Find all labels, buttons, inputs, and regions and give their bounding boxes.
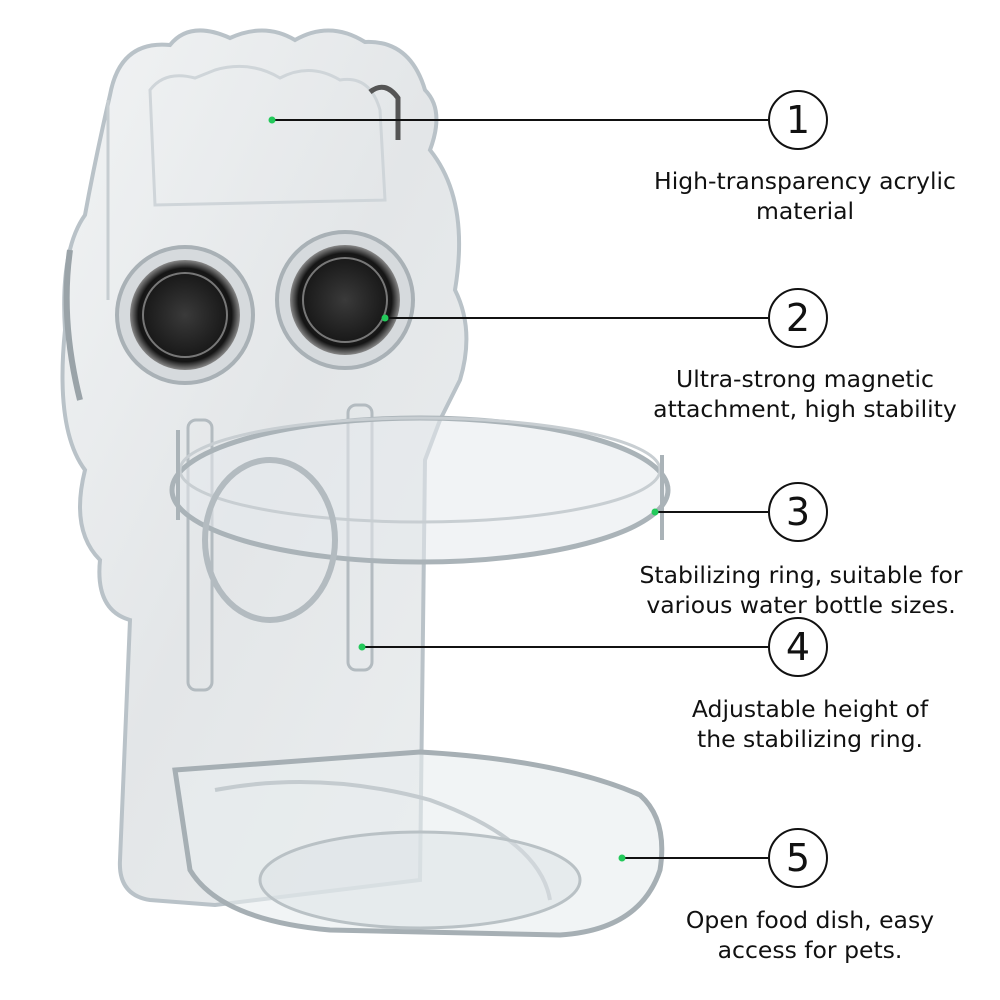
marker-dot-1 xyxy=(268,116,276,124)
feature-3-caption: Stabilizing ring, suitable for various w… xyxy=(639,561,963,619)
marker-dot-5 xyxy=(618,854,626,862)
feature-4-caption: Adjustable height of the stabilizing rin… xyxy=(691,695,929,753)
feature-5-caption: Open food dish, easy access for pets. xyxy=(685,906,935,964)
feature-1-caption: High-transparency acrylic material xyxy=(654,167,956,225)
feature-2-number-badge: 2 xyxy=(768,288,828,348)
feature-1-number-badge: 1 xyxy=(768,90,828,150)
magnet-left xyxy=(115,245,255,385)
feature-5-number-badge: 5 xyxy=(768,828,828,888)
feature-3-number-badge: 3 xyxy=(768,482,828,542)
feature-4-number-badge: 4 xyxy=(768,617,828,677)
feature-2-caption: Ultra-strong magnetic attachment, high s… xyxy=(653,365,957,423)
stabilizing-ring xyxy=(169,415,671,623)
marker-dot-4 xyxy=(358,643,366,651)
marker-dot-3 xyxy=(651,508,659,516)
magnet-right xyxy=(275,230,415,370)
food-dish xyxy=(172,749,665,938)
marker-dot-2 xyxy=(381,314,389,322)
